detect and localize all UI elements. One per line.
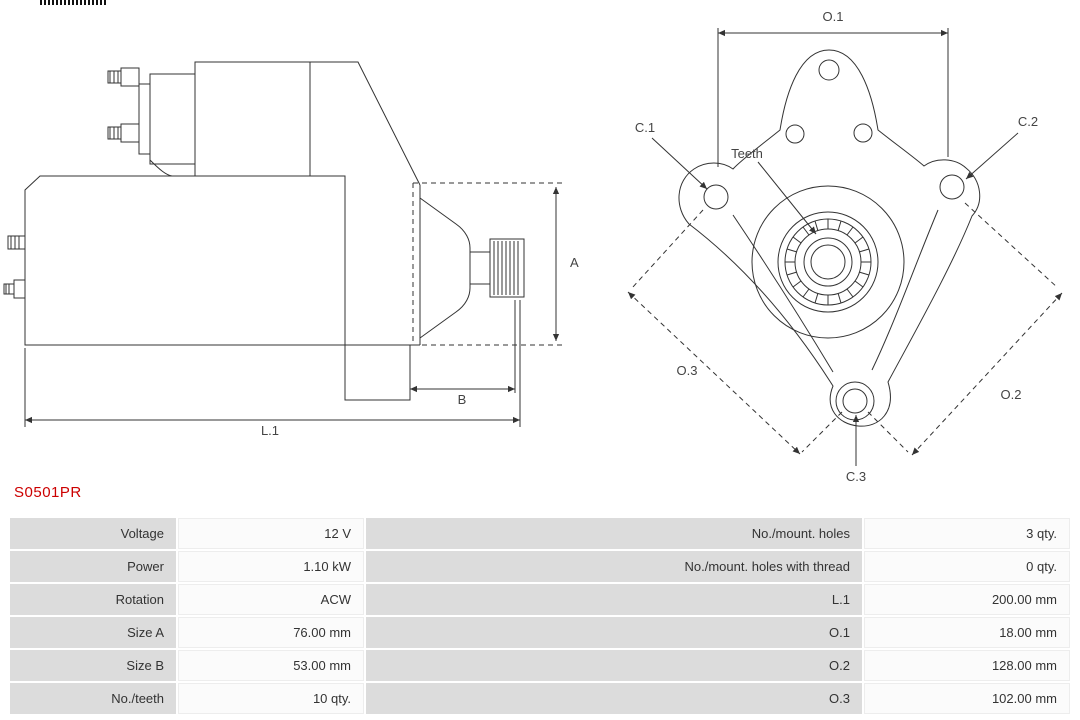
spec-l-label-row2: Rotation	[10, 584, 176, 615]
spec-l-value-row0: 12 V	[178, 518, 364, 549]
dim-label-c1: C.1	[635, 120, 655, 135]
spec-r-value-row4: 128.00 mm	[864, 650, 1070, 681]
spec-l-label-row1: Power	[10, 551, 176, 582]
dim-label-c2: C.2	[1018, 114, 1038, 129]
spec-r-label-row0: No./mount. holes	[366, 518, 862, 549]
front-view: C.1 C.2 C.3 Teeth O.1 O.3 O.2	[627, 9, 1063, 484]
spec-r-label-row4: O.2	[366, 650, 862, 681]
barcode	[40, 0, 106, 5]
spec-r-label-row3: O.1	[366, 617, 862, 648]
spec-r-value-row2: 200.00 mm	[864, 584, 1070, 615]
side-view: A B L.1	[3, 61, 579, 438]
starter-motor-technical-drawing: A B L.1	[3, 9, 1063, 484]
spec-l-label-row5: No./teeth	[10, 683, 176, 714]
teeth-label: Teeth	[731, 146, 763, 161]
spec-l-label-row4: Size B	[10, 650, 176, 681]
spec-l-value-row5: 10 qty.	[178, 683, 364, 714]
spec-r-value-row0: 3 qty.	[864, 518, 1070, 549]
spec-l-value-row4: 53.00 mm	[178, 650, 364, 681]
dim-label-l1: L.1	[261, 423, 279, 438]
spec-l-label-row3: Size A	[10, 617, 176, 648]
spec-r-label-row5: O.3	[366, 683, 862, 714]
dim-label-a: A	[570, 255, 579, 270]
spec-r-value-row1: 0 qty.	[864, 551, 1070, 582]
spec-l-value-row2: ACW	[178, 584, 364, 615]
part-number: S0501PR	[14, 484, 82, 501]
dim-label-c3: C.3	[846, 469, 866, 484]
dim-label-b: B	[458, 392, 467, 407]
spec-r-value-row3: 18.00 mm	[864, 617, 1070, 648]
spec-l-value-row1: 1.10 kW	[178, 551, 364, 582]
spec-l-label-row0: Voltage	[10, 518, 176, 549]
dim-label-o3: O.3	[677, 363, 698, 378]
spec-r-value-row5: 102.00 mm	[864, 683, 1070, 714]
dim-label-o1: O.1	[823, 9, 844, 24]
spec-r-label-row2: L.1	[366, 584, 862, 615]
dim-label-o2: O.2	[1001, 387, 1022, 402]
spec-l-value-row3: 76.00 mm	[178, 617, 364, 648]
spec-r-label-row1: No./mount. holes with thread	[366, 551, 862, 582]
